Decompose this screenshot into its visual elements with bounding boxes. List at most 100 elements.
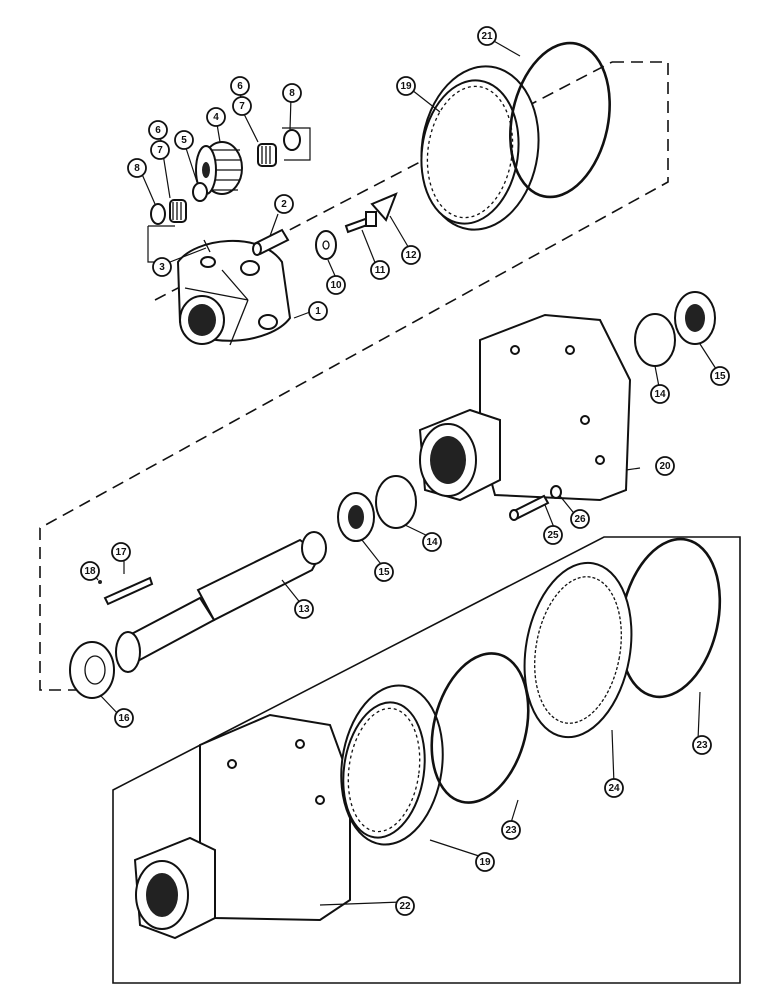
callout-number: 11 <box>375 265 386 276</box>
callout-circle <box>396 76 416 96</box>
callout-11: 11 <box>370 260 390 280</box>
bolt-25 <box>509 494 550 521</box>
callout-26: 26 <box>570 509 590 529</box>
callout-circle <box>650 384 670 404</box>
callout-10: 10 <box>326 275 346 295</box>
callout-number: 23 <box>696 740 708 751</box>
callout-circle <box>282 83 302 103</box>
callout-number: 7 <box>239 101 245 112</box>
ring-gear-lower <box>340 684 444 846</box>
callout-circle <box>604 778 624 798</box>
callout-circle <box>127 158 147 178</box>
callout-number: 19 <box>400 81 412 92</box>
callout-23: 23 <box>501 820 521 840</box>
callout-circle <box>294 599 314 619</box>
planet-pin <box>252 228 290 256</box>
callout-circle <box>543 525 563 545</box>
callout-number: 18 <box>84 566 96 577</box>
callout-number: 24 <box>608 783 620 794</box>
callout-number: 14 <box>654 389 666 400</box>
callout-circle <box>655 456 675 476</box>
bearing-cup-right <box>634 313 676 367</box>
callout-circle <box>150 140 170 160</box>
callout-number: 8 <box>289 88 295 99</box>
callout-circle <box>230 76 250 96</box>
bearing-cone-left <box>337 492 375 542</box>
callout-number: 5 <box>181 135 187 146</box>
callout-6: 6 <box>230 76 250 96</box>
callout-4: 4 <box>206 107 226 127</box>
callout-circle <box>395 896 415 916</box>
callout-3: 3 <box>152 257 172 277</box>
bearing-cup-left <box>375 475 417 529</box>
callout-number: 15 <box>714 371 726 382</box>
callout-circle <box>501 820 521 840</box>
thrust-washer <box>315 230 337 260</box>
callout-number: 13 <box>298 604 310 615</box>
oil-seal <box>69 641 115 699</box>
callout-circle <box>148 120 168 140</box>
callout-7: 7 <box>232 96 252 116</box>
callout-number: 12 <box>405 250 417 261</box>
callout-number: 14 <box>426 537 438 548</box>
planet-gear <box>195 141 243 195</box>
callout-circle <box>710 366 730 386</box>
callout-15: 15 <box>374 562 394 582</box>
roll-pin <box>203 239 211 253</box>
spacer-washer <box>192 182 208 202</box>
callout-number: 25 <box>547 530 559 541</box>
callout-14: 14 <box>650 384 670 404</box>
friction-disc <box>523 561 633 739</box>
callout-8: 8 <box>282 83 302 103</box>
callout-number: 19 <box>479 857 491 868</box>
callout-number: 16 <box>118 713 130 724</box>
lock-plate <box>370 192 398 222</box>
callout-circle <box>80 561 100 581</box>
callout-circle <box>477 26 497 46</box>
callout-circle <box>422 532 442 552</box>
planet-carrier <box>176 240 292 346</box>
callout-number: 6 <box>237 81 243 92</box>
callout-16: 16 <box>114 708 134 728</box>
callout-circle <box>206 107 226 127</box>
callout-17: 17 <box>111 542 131 562</box>
thrust-washer-right <box>283 129 301 151</box>
callout-number: 21 <box>481 31 493 42</box>
callout-circle <box>401 245 421 265</box>
callout-13: 13 <box>294 599 314 619</box>
callout-number: 6 <box>155 125 161 136</box>
needle-bearing-left <box>169 199 187 223</box>
callout-7: 7 <box>150 140 170 160</box>
callout-number: 3 <box>159 262 165 273</box>
o-ring-lower-left <box>430 652 530 804</box>
callout-circle <box>692 735 712 755</box>
callout-circle <box>174 130 194 150</box>
callout-19: 19 <box>475 852 495 872</box>
ring-gear-upper <box>420 65 540 231</box>
callout-2: 2 <box>274 194 294 214</box>
callout-19: 19 <box>396 76 416 96</box>
callout-22: 22 <box>395 896 415 916</box>
callout-number: 7 <box>157 145 163 156</box>
callout-number: 2 <box>281 199 287 210</box>
callout-number: 23 <box>505 825 517 836</box>
callout-labels: 1234566778810111213141415151617181919202… <box>80 26 730 916</box>
callout-circle <box>152 257 172 277</box>
callout-circle <box>570 509 590 529</box>
dashed-group-outline <box>39 61 669 691</box>
callout-24: 24 <box>604 778 624 798</box>
axle-housing <box>418 313 632 502</box>
callout-circle <box>326 275 346 295</box>
callout-circle <box>370 260 390 280</box>
alternate-assembly-frame <box>112 536 741 984</box>
callout-number: 1 <box>315 306 321 317</box>
callout-8: 8 <box>127 158 147 178</box>
callout-23: 23 <box>692 735 712 755</box>
axle-housing-alt <box>133 713 351 940</box>
callout-1: 1 <box>308 301 328 321</box>
lock-washer-26 <box>550 485 562 499</box>
callout-15: 15 <box>710 366 730 386</box>
woodruff-key <box>103 576 154 606</box>
